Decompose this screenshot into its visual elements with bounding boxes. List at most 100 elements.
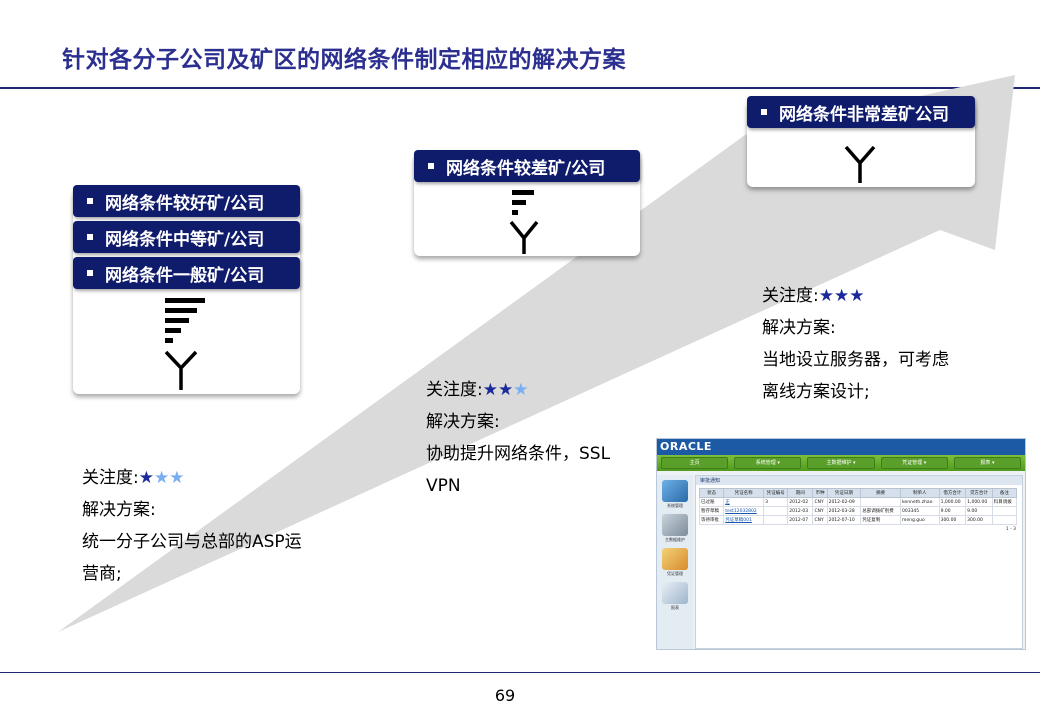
attention-row: 关注度:★★★ [82,462,342,494]
table-cell[interactable]: 正 [723,497,765,507]
table-cell: 等待审批 [698,515,725,525]
solution-label: 解决方案: [426,412,500,432]
attention-stars: ★★★ [139,468,185,488]
menu-report[interactable]: 报表 ▾ [953,457,1022,469]
attention-row: 关注度:★★★ [762,280,1002,312]
table-cell: 凭证复制 [860,515,901,525]
side-label: 凭证管理 [667,571,683,576]
oracle-menu-bar: 主页 系统管理 ▾ 主数据维护 ▾ 凭证管理 ▾ 报表 ▾ [657,455,1025,471]
tier-label-text: 网络条件较好矿/公司 [105,193,265,214]
attention-label: 关注度: [426,380,483,400]
table-cell: 2012-03 [787,506,814,516]
solution-label: 解决方案: [82,500,156,520]
table-cell: 2012-07-10 [826,515,862,525]
column-header: 币种 [812,488,828,498]
column-header: 贷方合计 [965,488,993,498]
star-empty-icon: ★ [153,468,170,488]
solution-label: 解决方案: [762,318,836,338]
oracle-logo: ORACLE [657,439,1025,455]
database-icon[interactable] [662,514,688,536]
side-label: 主数据维护 [665,537,685,542]
oracle-app-screenshot: ORACLE 主页 系统管理 ▾ 主数据维护 ▾ 凭证管理 ▾ 报表 ▾ 系统管… [656,438,1026,650]
solution-block-mid: 关注度:★★★ 解决方案: 协助提升网络条件，SSL VPN [426,374,666,502]
oracle-sidebar: 系统管理 主数据维护 凭证管理 报表 [657,475,693,649]
table-cell: 已过账 [698,497,725,507]
star-filled-icon: ★ [818,286,834,306]
tier-label-general: 网络条件一般矿/公司 [73,257,300,289]
menu-home[interactable]: 主页 [661,457,729,469]
bullet-icon [761,109,767,115]
solution-block-high: 关注度:★★★ 解决方案: 当地设立服务器，可考虑 离线方案设计; [762,280,1002,408]
star-filled-icon: ★ [833,286,850,306]
tier-label-text: 网络条件中等矿/公司 [105,229,265,250]
tier-label-medium: 网络条件中等矿/公司 [73,221,300,253]
voucher-edit-icon[interactable] [662,548,688,570]
solution-line: 统一分子公司与总部的ASP运 [82,532,302,552]
signal-weak-icon [509,190,539,254]
table-cell [763,515,789,525]
table-header: 状态凭证名称凭证编号期间币种凭证日期摘要制单人借方合计贷方合计备注 [698,488,1018,498]
pager: 1 - 3 [1005,527,1016,532]
star-filled-icon: ★ [482,380,498,400]
column-header: 备注 [991,488,1018,498]
star-filled-icon: ★ [849,286,865,306]
table-cell: 300.00 [965,515,993,525]
table-cell: kenneth.zhao [899,497,940,507]
approval-tab[interactable]: 审批通知 [696,476,1022,485]
table-cell [991,506,1018,516]
page-number: 69 [494,686,516,705]
menu-voucher[interactable]: 凭证管理 ▾ [880,457,948,469]
oracle-main-panel: 审批通知 状态凭证名称凭证编号期间币种凭证日期摘要制单人借方合计贷方合计备注 已… [695,475,1023,649]
solution-line: 离线方案设计; [762,382,870,402]
column-header: 凭证名称 [723,488,765,498]
attention-stars: ★★★ [819,286,865,306]
column-header: 期间 [787,488,814,498]
menu-system[interactable]: 系统管理 ▾ [734,457,802,469]
table-cell: CNY [812,506,828,516]
solution-line: 当地设立服务器，可考虑 [762,350,949,370]
menu-master-data[interactable]: 主数据维护 ▾ [807,457,875,469]
table-cell: 2012-07 [787,515,814,525]
tier-label-text: 网络条件一般矿/公司 [105,265,265,286]
table-cell[interactable]: test12032802 [723,506,765,516]
bullet-icon [87,234,93,240]
table-cell [991,515,1018,525]
star-filled-icon: ★ [138,468,154,488]
table-cell: 9.00 [965,506,993,516]
tier-label-text: 网络条件较差矿/公司 [446,158,606,179]
tier-label-poor: 网络条件较差矿/公司 [414,150,640,182]
column-header: 状态 [698,488,725,498]
column-header: 摘要 [860,488,901,498]
solution-line: 营商; [82,564,122,584]
column-header: 借方合计 [938,488,967,498]
table-cell: CNY [812,515,828,525]
column-header: 制单人 [899,488,940,498]
table-cell [860,497,901,507]
attention-label: 关注度: [762,286,819,306]
bullet-icon [87,270,93,276]
table-cell: 科目调拨 [991,497,1018,507]
table-cell: 暂存草稿 [698,506,725,516]
antenna-no-signal-icon [844,145,876,183]
column-header: 凭证日期 [826,488,862,498]
table-cell: 9.00 [938,506,967,516]
page-title: 针对各分子公司及矿区的网络条件制定相应的解决方案 [62,47,626,73]
table-cell: 003345 [899,506,940,516]
solution-line: VPN [426,476,461,496]
table-cell[interactable]: 凭证草稿001 [723,515,765,525]
solution-line: 协助提升网络条件，SSL [426,444,611,464]
attention-stars: ★★★ [483,380,529,400]
table-cell [763,506,789,516]
table-cell: 300.00 [938,515,967,525]
report-icon[interactable] [662,582,688,604]
table-cell: 3 [763,497,789,507]
tier-label-very-poor: 网络条件非常差矿公司 [747,96,975,128]
system-icon[interactable] [662,480,688,502]
side-label: 系统管理 [667,503,683,508]
